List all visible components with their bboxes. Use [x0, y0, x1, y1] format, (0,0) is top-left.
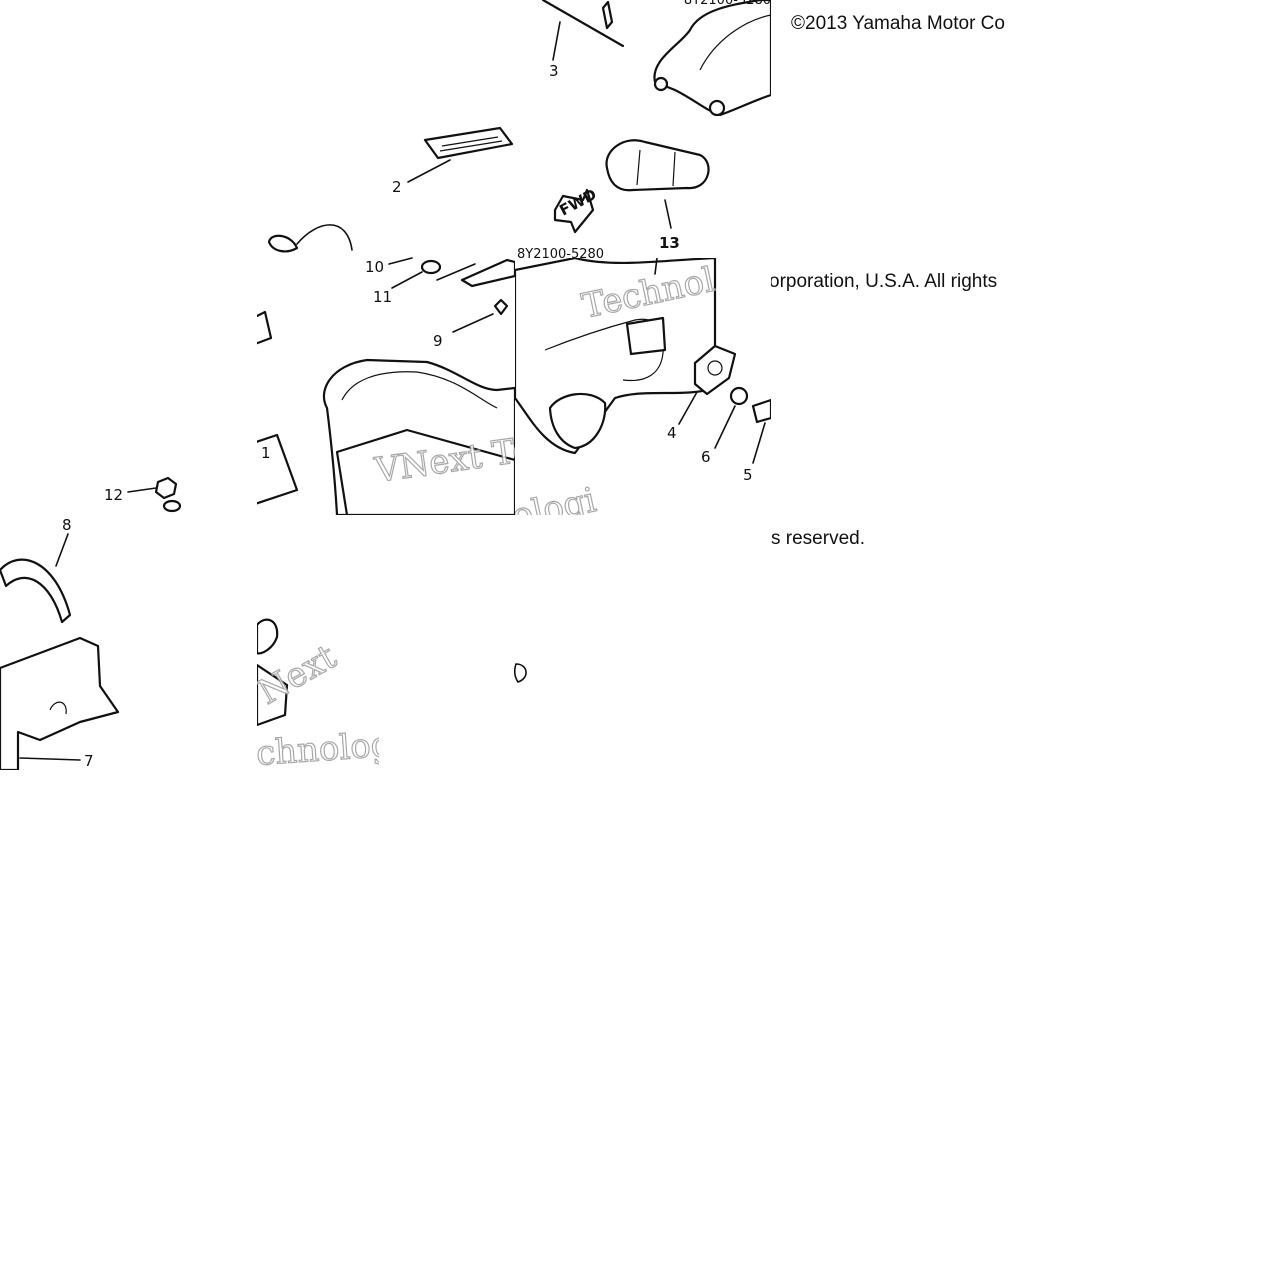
rod-part — [541, 0, 625, 48]
diagram-tile-middle-left-drawing: 10 11 9 1 VNext Tech — [257, 224, 515, 515]
diagram-code-top: 8Y2100-5280 — [517, 247, 604, 258]
callout-9: 9 — [433, 332, 443, 350]
fragment-shape — [513, 663, 527, 683]
connector-part — [605, 139, 710, 192]
callout-line-9 — [452, 313, 494, 333]
callout-line-11 — [391, 271, 423, 289]
diagram-tile-top: FWD 3 13 8Y2100-5280 8Y2100-5280 — [515, 0, 771, 258]
diagram-tile-pad: 2 — [380, 120, 515, 210]
callout-5: 5 — [743, 466, 753, 484]
diagram-tile-middle-left: 10 11 9 1 VNext Tech — [257, 220, 515, 515]
washer-6-part — [729, 386, 749, 406]
manifold-hole-2 — [708, 99, 726, 117]
washer-part — [420, 259, 442, 275]
callout-7: 7 — [84, 752, 94, 770]
callout-line-13 — [664, 199, 672, 229]
watermark-text-3: ologi — [515, 480, 600, 515]
fitting-body — [257, 663, 289, 727]
callout-line-7 — [19, 757, 81, 761]
callout-10: 10 — [365, 258, 384, 276]
watermark-text-5: chnolog — [257, 725, 379, 770]
callout-line-10 — [388, 257, 413, 265]
damper-part — [693, 344, 737, 396]
callout-11: 11 — [373, 288, 392, 306]
cover-contour — [341, 371, 498, 409]
box-part — [257, 433, 299, 505]
clip-part — [601, 0, 614, 30]
copyright-text-part-3: s reserved. — [771, 528, 865, 549]
callout-4: 4 — [667, 424, 677, 442]
callout-line-2 — [407, 159, 451, 183]
callout-2: 2 — [392, 178, 402, 196]
callout-6: 6 — [701, 448, 711, 466]
bolt-5-part — [751, 398, 771, 424]
grommet-part — [267, 234, 299, 253]
manifold-detail — [699, 14, 771, 71]
manifold-part — [653, 0, 771, 117]
forward-arrow-icon — [553, 188, 595, 234]
callout-line-5 — [752, 422, 766, 464]
diagram-tile-lower: Next chnolog — [257, 515, 379, 770]
cover-panel — [335, 428, 515, 515]
diagram-tile-center-drawing: 4 6 5 Technol ologi — [515, 258, 771, 515]
connector-detail — [636, 149, 676, 187]
callout-3: 3 — [549, 62, 559, 80]
callout-line-12 — [127, 487, 157, 493]
diagram-tile-left: 12 8 7 — [0, 470, 257, 770]
wire-part — [296, 224, 353, 251]
bracket-arm — [436, 263, 476, 281]
callout-8: 8 — [62, 516, 72, 534]
pad-texture — [439, 136, 503, 152]
strap-part — [0, 558, 72, 624]
callout-line-4 — [678, 391, 698, 425]
callout-line-6 — [714, 405, 736, 449]
damper-hole — [707, 360, 723, 376]
washer-12-part — [162, 499, 182, 513]
callout-13: 13 — [659, 234, 680, 252]
cover-lobe — [548, 392, 607, 450]
diagram-tile-top-drawing: FWD 3 13 8Y2100-5280 8Y2100-5280 — [517, 0, 771, 258]
diagram-fragment-drawing — [513, 663, 527, 683]
diagram-tile-center: 4 6 5 Technol ologi — [515, 258, 771, 515]
diagram-tile-lower-drawing: Next chnolog — [257, 618, 379, 770]
diagram-tile-fragment — [510, 660, 532, 686]
bracket-part — [460, 258, 515, 288]
nut-12-part — [154, 476, 178, 500]
pad-part — [423, 126, 514, 160]
callout-12: 12 — [104, 486, 123, 504]
bolt-part — [493, 298, 509, 316]
diagram-tile-left-drawing: 12 8 7 — [0, 476, 182, 770]
copyright-text-part-1: ©2013 Yamaha Motor Co — [791, 13, 1005, 34]
callout-line-1 — [654, 258, 658, 275]
clip-left-part — [257, 310, 273, 345]
diagram-tile-pad-drawing: 2 — [392, 126, 514, 196]
callout-line-8 — [55, 533, 69, 567]
diagram-code-header: 8Y2100-5280 — [684, 0, 771, 8]
bracket-7-hole — [49, 701, 67, 715]
cover-window — [625, 316, 667, 356]
fitting-part — [257, 618, 279, 655]
copyright-text-part-2: orporation, U.S.A. All rights — [769, 271, 998, 292]
callout-1: 1 — [261, 444, 271, 462]
manifold-hole-1 — [653, 76, 669, 92]
bracket-7-part — [0, 636, 120, 770]
callout-line-3 — [552, 21, 561, 61]
